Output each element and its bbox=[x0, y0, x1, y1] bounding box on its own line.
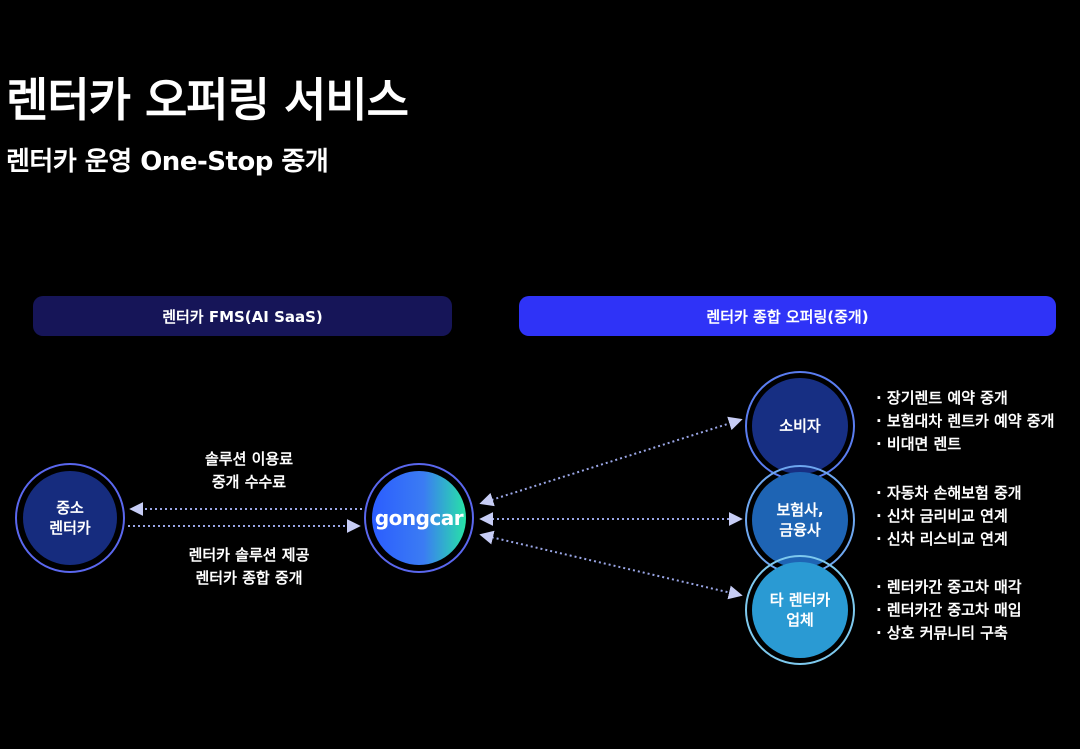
node-sme-rental: 중소 렌터카 bbox=[15, 463, 125, 573]
node-consumer: 소비자 bbox=[745, 371, 855, 481]
list-item: 비대면 렌트 bbox=[876, 433, 1054, 456]
consumer-details: 장기렌트 예약 중개 보험대차 렌트카 예약 중개 비대면 렌트 bbox=[876, 387, 1054, 456]
list-item: 렌터카간 중고차 매입 bbox=[876, 599, 1022, 622]
section-fms-bar: 렌터카 FMS(AI SaaS) bbox=[33, 296, 452, 336]
rental-details: 렌터카간 중고차 매각 렌터카간 중고차 매입 상호 커뮤니티 구축 bbox=[876, 576, 1022, 645]
node-sme-label: 중소 렌터카 bbox=[49, 499, 91, 537]
section-offering-label: 렌터카 종합 오퍼링(중개) bbox=[706, 307, 869, 326]
node-other-rental: 타 렌터카 업체 bbox=[745, 555, 855, 665]
list-item: 장기렌트 예약 중개 bbox=[876, 387, 1054, 410]
node-rental-label: 타 렌터카 업체 bbox=[769, 591, 831, 629]
section-offering-bar: 렌터카 종합 오퍼링(중개) bbox=[519, 296, 1056, 336]
page-subtitle: 렌터카 운영 One-Stop 중개 bbox=[6, 147, 329, 177]
list-item: 보험대차 렌트카 예약 중개 bbox=[876, 410, 1054, 433]
node-insurer-label: 보험사, 금융사 bbox=[776, 501, 824, 539]
node-insurer: 보험사, 금융사 bbox=[745, 465, 855, 575]
node-gongcar-hub: gongcar bbox=[364, 463, 474, 573]
list-item: 신차 금리비교 연계 bbox=[876, 505, 1022, 528]
list-item: 상호 커뮤니티 구축 bbox=[876, 622, 1022, 645]
flow-label-services: 렌터카 솔루션 제공 렌터카 종합 중개 bbox=[188, 546, 310, 587]
insurer-details: 자동차 손해보험 중개 신차 금리비교 연계 신차 리스비교 연계 bbox=[876, 482, 1022, 551]
gongcar-logo: gongcar bbox=[374, 506, 464, 530]
arrow-hub-rental bbox=[479, 530, 743, 600]
list-item: 자동차 손해보험 중개 bbox=[876, 482, 1022, 505]
arrow-hub-consumer bbox=[479, 416, 743, 507]
section-fms-label: 렌터카 FMS(AI SaaS) bbox=[162, 307, 323, 326]
list-item: 렌터카간 중고차 매각 bbox=[876, 576, 1022, 599]
flow-label-fees: 솔루션 이용료 중개 수수료 bbox=[204, 450, 294, 491]
node-consumer-label: 소비자 bbox=[779, 417, 821, 435]
list-item: 신차 리스비교 연계 bbox=[876, 528, 1022, 551]
page-title: 렌터카 오퍼링 서비스 bbox=[6, 73, 409, 127]
